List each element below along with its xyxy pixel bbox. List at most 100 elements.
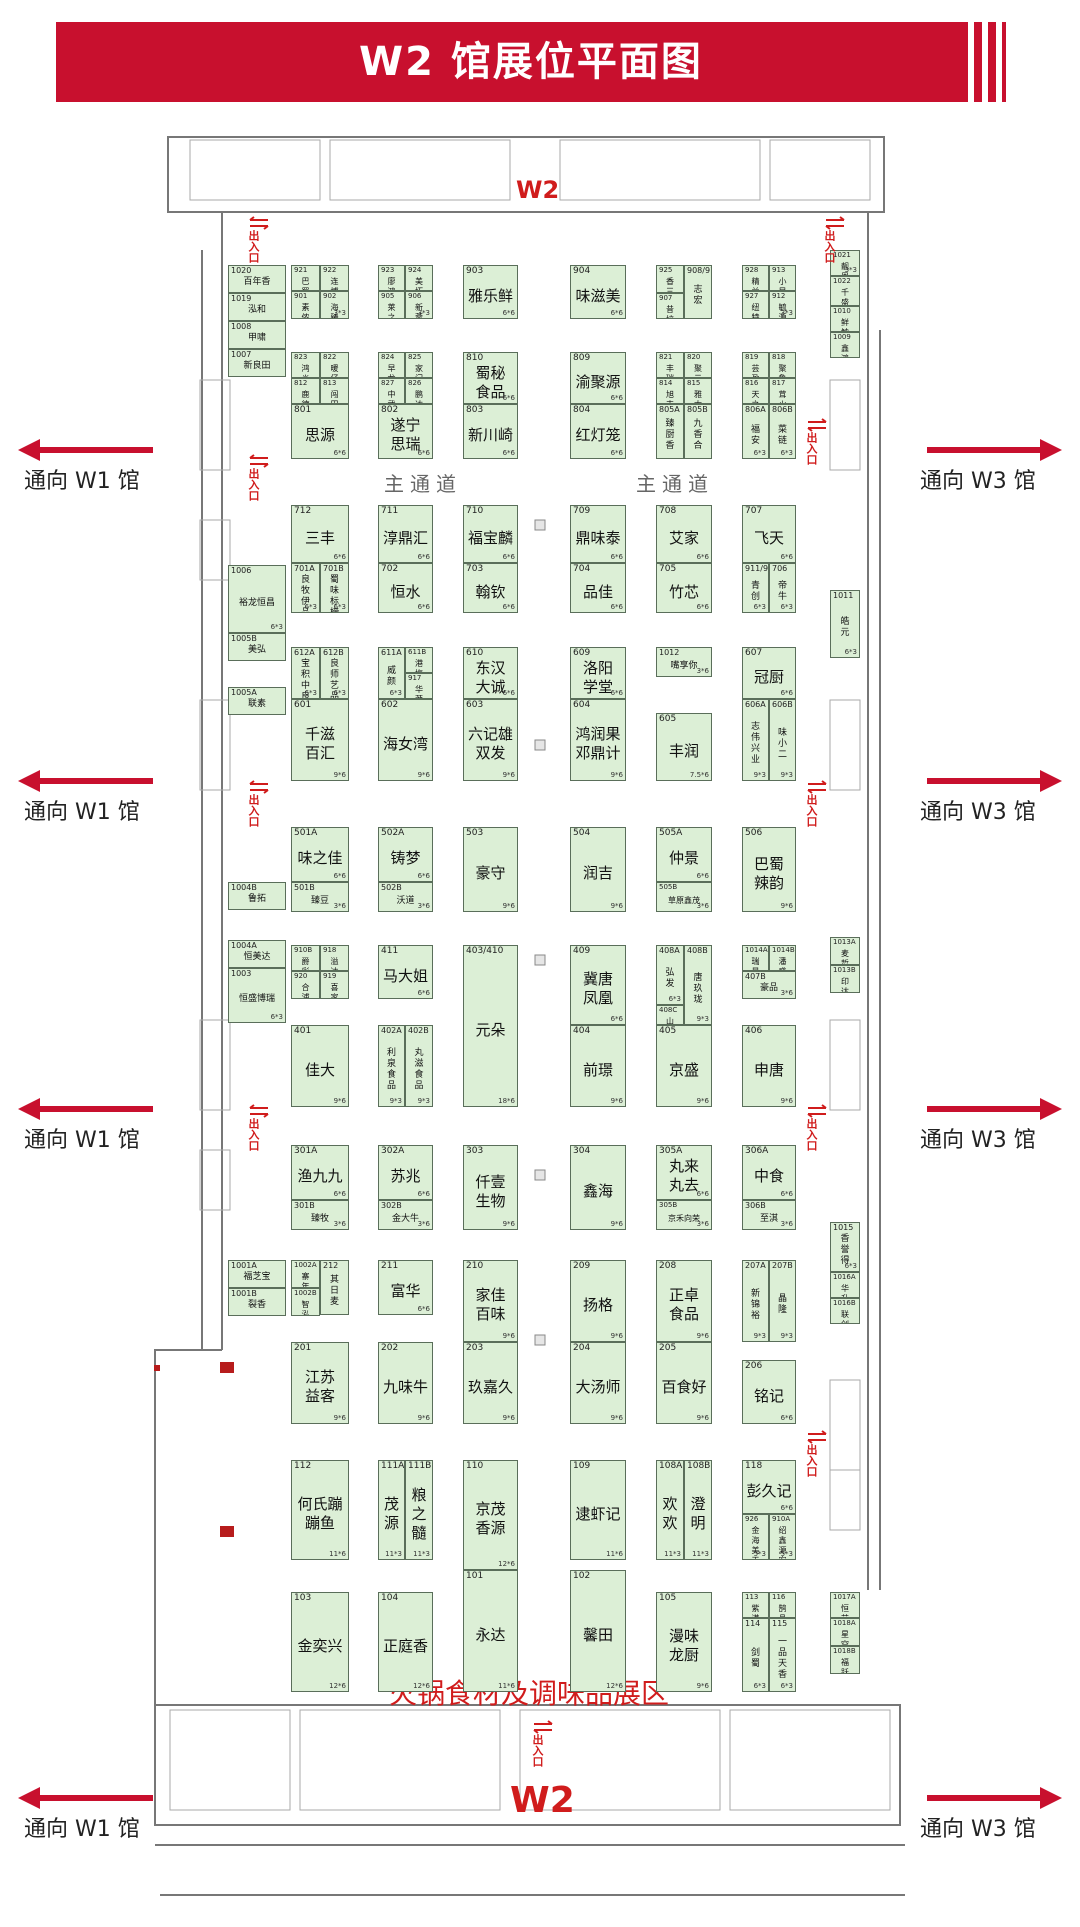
booth-exhibitor: 福 跃 xyxy=(841,1658,849,1674)
booth-exhibitor: 精 益 xyxy=(751,277,760,290)
booth-number: 928 xyxy=(745,266,759,274)
booth-number: 805B xyxy=(687,405,708,414)
entrance-marker: 出入口 xyxy=(805,1430,828,1477)
booth-number: 108A xyxy=(659,1461,683,1471)
booth-size: 9*6 xyxy=(610,1414,623,1422)
nav-to-w3[interactable]: 通向 W3 馆 xyxy=(920,439,1070,494)
main-aisle-label: 主通道 xyxy=(384,472,462,496)
booth-number: 1018A xyxy=(833,1619,856,1627)
booth-number: 711 xyxy=(381,506,399,516)
booth-exhibitor: 鲁拓 xyxy=(247,894,266,904)
booth-size: 6*6 xyxy=(696,1190,709,1198)
booth-number: 402A xyxy=(381,1026,402,1035)
booth-number: 503 xyxy=(466,828,484,838)
booth-exhibitor: 鲜 触 xyxy=(841,318,849,331)
booth-number: 709 xyxy=(573,506,591,516)
booth-number: 1007 xyxy=(231,350,252,359)
booth-exhibitor: 巴蜀 辣韵 xyxy=(753,854,784,892)
booth-size: 6*3 xyxy=(333,689,346,697)
booth-exhibitor: 瑞 景 xyxy=(751,957,760,970)
booth-exhibitor: 恒美达 xyxy=(243,952,271,962)
booth-exhibitor: 昔 拉 娜 xyxy=(666,305,674,318)
booth-size: 9*6 xyxy=(610,771,623,779)
booth-number: 611A xyxy=(381,648,402,657)
booth-number: 612B xyxy=(323,648,344,657)
nav-to-w1[interactable]: 通向 W1 馆 xyxy=(18,439,168,494)
booth-exhibitor: 绍 鑫 源 宏 xyxy=(778,1526,787,1559)
nav-to-w1[interactable]: 通向 W1 馆 xyxy=(18,1098,168,1153)
booth-exhibitor: 蜀 味 标 榜 xyxy=(329,575,339,613)
booth-exhibitor: 三丰 xyxy=(304,528,335,547)
booth-number: 504 xyxy=(573,828,591,838)
booth-number: 1008 xyxy=(231,322,252,331)
booth-size: 6*6 xyxy=(610,689,623,697)
booth-number: 816 xyxy=(745,379,759,387)
booth-exhibitor: 至淇 xyxy=(759,1213,778,1224)
booth-exhibitor: 扬格 xyxy=(582,1295,613,1314)
booth-number: 1018B xyxy=(833,1647,856,1655)
booth-number: 707 xyxy=(745,506,763,516)
booth-number: 919 xyxy=(323,972,337,980)
booth-number: 502B xyxy=(381,883,402,892)
booth-exhibitor: 永达 xyxy=(475,1625,506,1644)
booth-exhibitor: 臻豆 xyxy=(310,895,329,906)
booth-size: 6*6 xyxy=(502,449,515,457)
booth-size: 3*6 xyxy=(417,902,430,910)
booth-size: 6*6 xyxy=(417,1190,430,1198)
booth-number: 113 xyxy=(745,1593,759,1601)
booth-exhibitor: 鑫 鸿 升 xyxy=(841,344,849,357)
booth-exhibitor: 新良田 xyxy=(243,361,271,371)
booth-exhibitor: 华 升 清 真 xyxy=(841,1284,849,1297)
nav-to-w3[interactable]: 通向 W3 馆 xyxy=(920,1098,1070,1153)
nav-to-w1[interactable]: 通向 W1 馆 xyxy=(18,1787,168,1842)
booth-number: 404 xyxy=(573,1026,591,1036)
booth-size: 6*6 xyxy=(610,449,623,457)
entrance-label: 出入口 xyxy=(805,432,818,465)
booth-number: 1012 xyxy=(659,648,680,657)
booth-exhibitor: 紫 谦 xyxy=(751,1604,760,1617)
booth-exhibitor: 臻牧 xyxy=(310,1213,329,1224)
booth-exhibitor: 润吉 xyxy=(582,864,613,882)
booth-number: 606A xyxy=(745,700,766,709)
booth-1010: 1010 鲜 触 xyxy=(830,306,860,332)
booth-exhibitor: 仟壹 生物 xyxy=(475,1172,506,1210)
nav-to-w3[interactable]: 通向 W3 馆 xyxy=(920,770,1070,825)
booth-exhibitor: 潘 盛 源 xyxy=(778,957,787,970)
entrance-marker: 出入口 xyxy=(805,1104,828,1151)
entrance-label: 出入口 xyxy=(805,1118,818,1151)
nav-to-w1[interactable]: 通向 W1 馆 xyxy=(18,770,168,825)
booth-exhibitor: 京茂 香源 xyxy=(475,1500,506,1537)
booth-exhibitor: 毓 源 xyxy=(778,303,787,319)
booth-size: 9*3 xyxy=(417,1097,430,1105)
booth-size: 12*6 xyxy=(606,1682,623,1690)
booth-exhibitor: 铭记 xyxy=(753,1386,784,1405)
booth-size: 6*6 xyxy=(610,309,623,317)
booth-exhibitor: 金 海 美 天 xyxy=(751,1526,760,1559)
booth-number: 210 xyxy=(466,1261,484,1271)
booth-exhibitor: 家 门 香 xyxy=(415,364,423,377)
nav-to-w3[interactable]: 通向 W3 馆 xyxy=(920,1787,1070,1842)
booth-number: 1010 xyxy=(833,307,851,315)
double-arrow-icon xyxy=(249,216,269,230)
